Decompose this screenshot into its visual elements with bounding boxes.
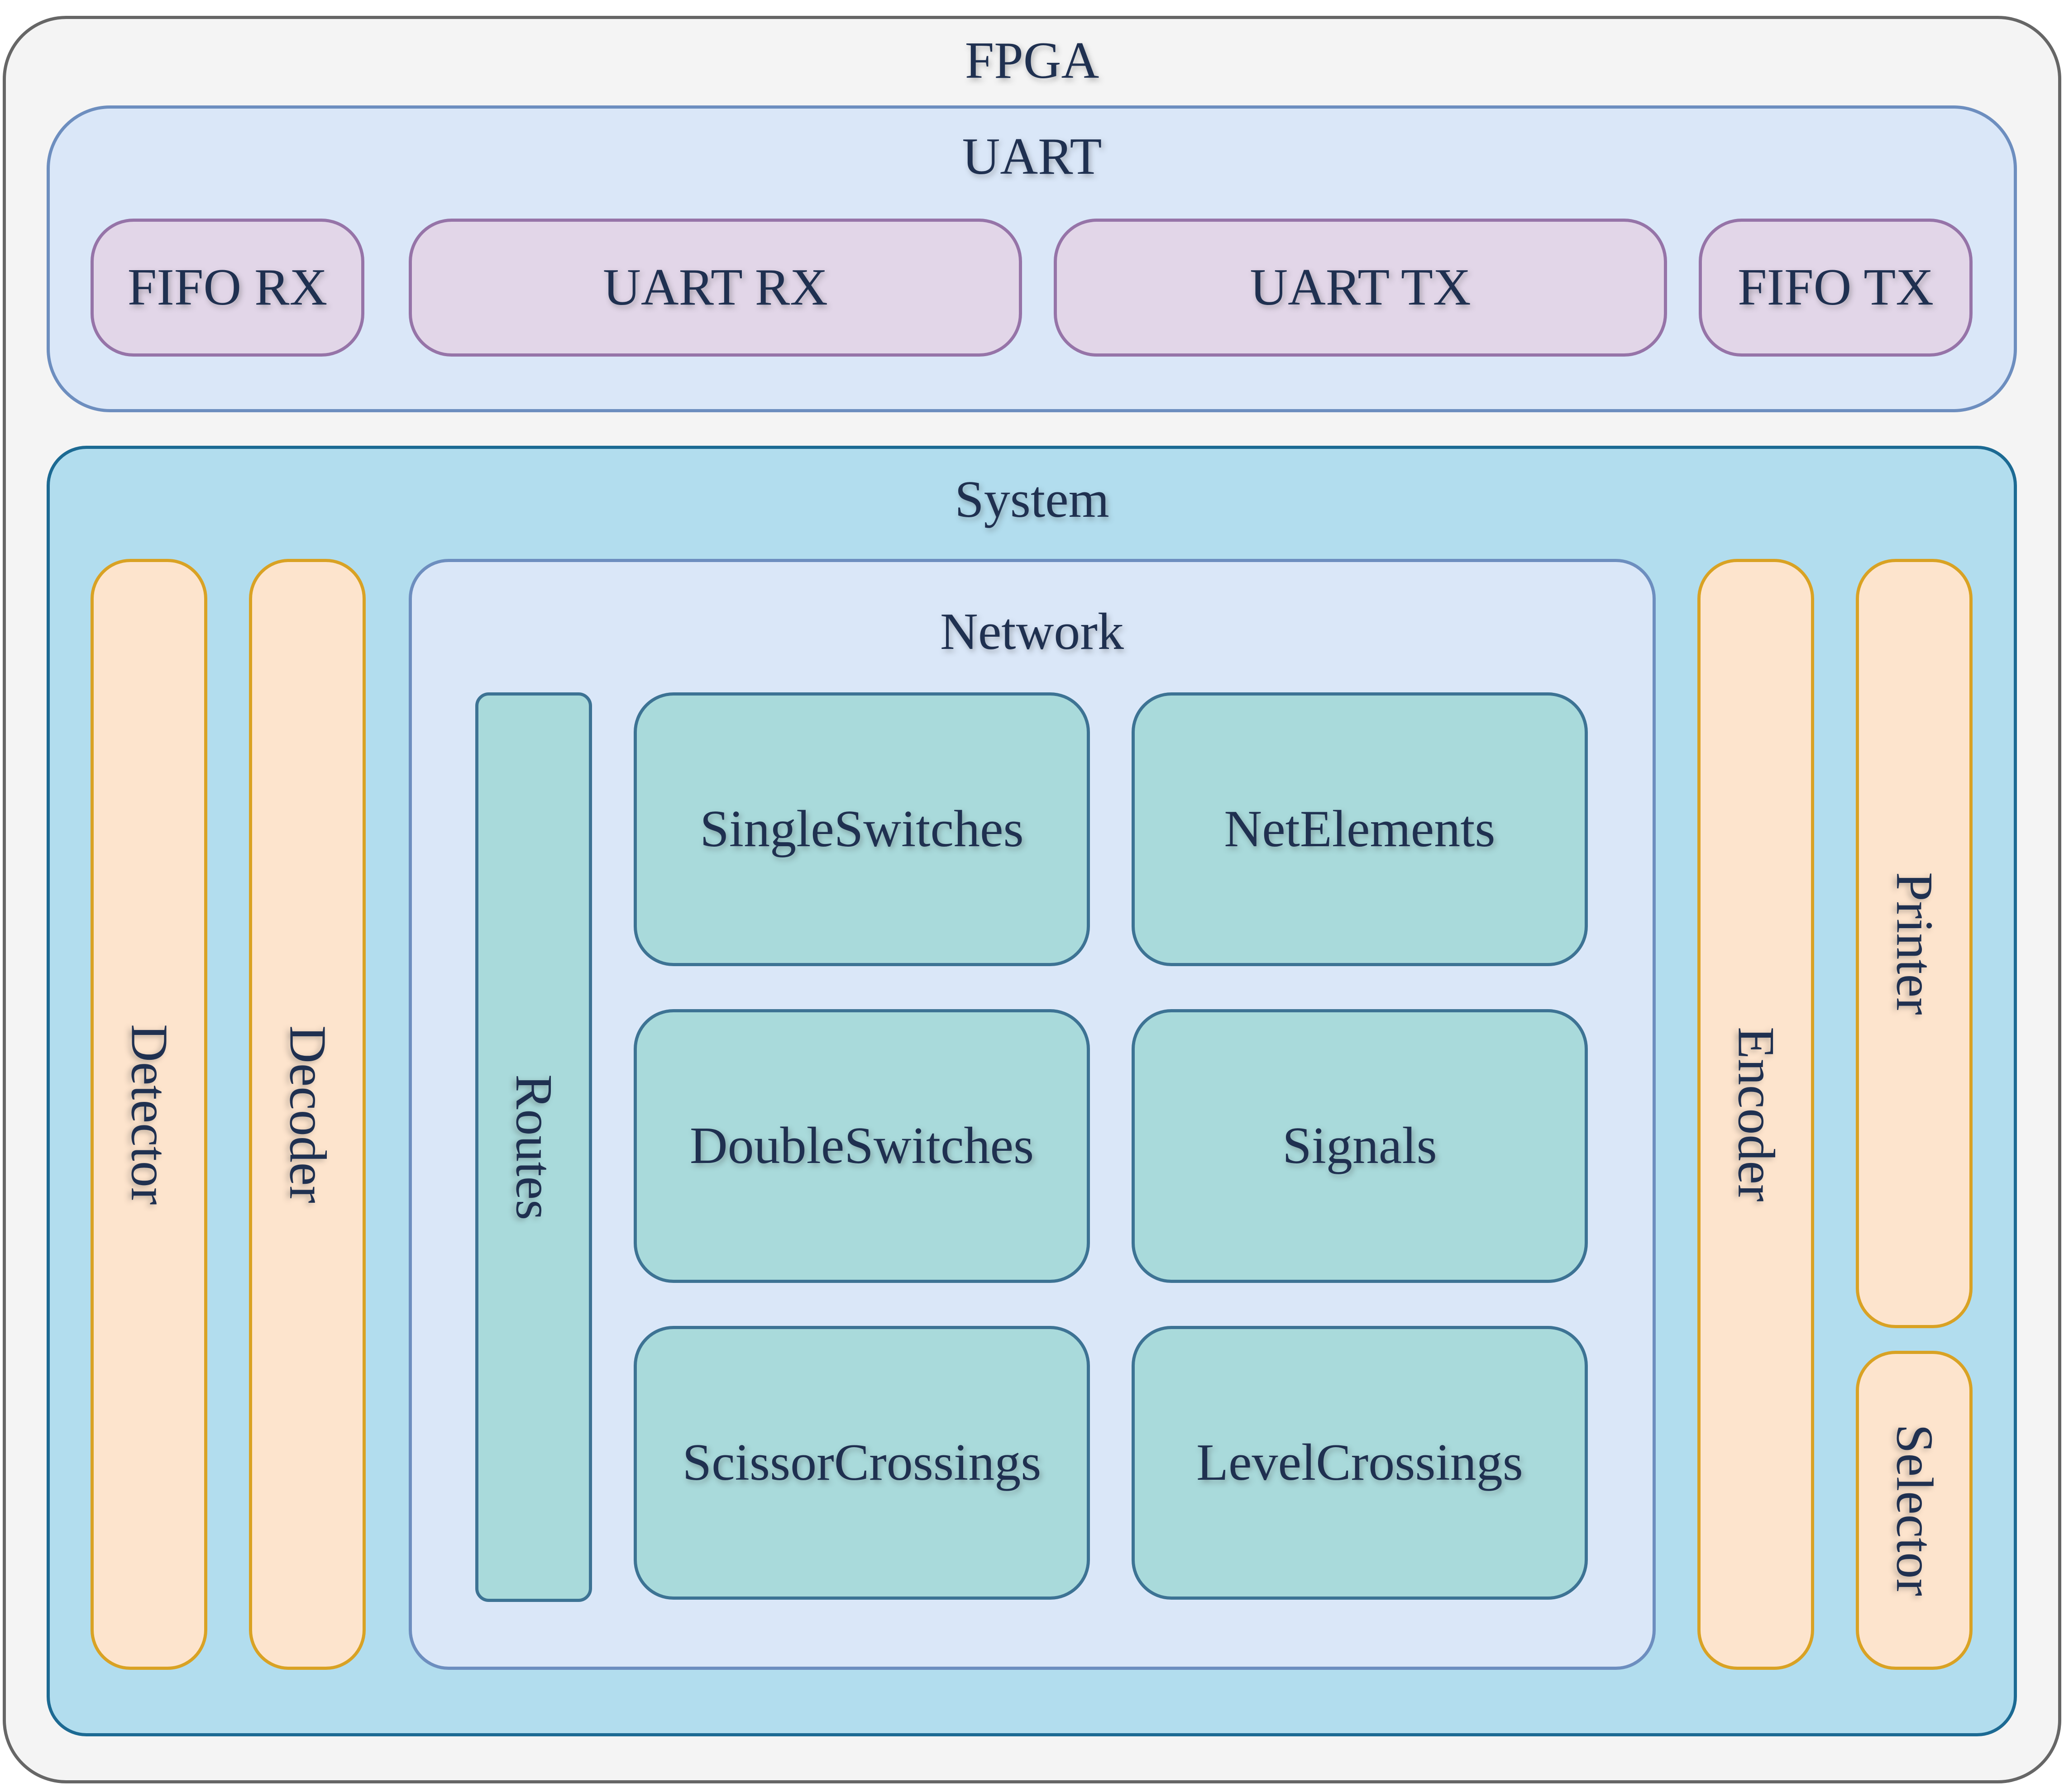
fifo-rx-label: FIFO RX [127, 258, 328, 316]
fifo-rx-block: FIFO RX [91, 219, 364, 357]
scissor-crossings-block: ScissorCrossings [634, 1326, 1090, 1600]
scissor-crossings-label: ScissorCrossings [682, 1434, 1042, 1492]
encoder-block: Encoder [1697, 559, 1814, 1670]
encoder-label: Encoder [1727, 1027, 1785, 1202]
level-crossings-label: LevelCrossings [1196, 1434, 1523, 1492]
uart-rx-block: UART RX [409, 219, 1022, 357]
routes-block: Routes [475, 692, 592, 1602]
uart-container [47, 105, 2017, 412]
routes-label: Routes [505, 1074, 563, 1220]
single-switches-label: SingleSwitches [700, 800, 1024, 858]
decoder-block: Decoder [249, 559, 366, 1670]
system-title: System [955, 471, 1109, 529]
net-elements-block: NetElements [1132, 692, 1588, 966]
uart-tx-label: UART TX [1250, 258, 1471, 316]
network-title: Network [940, 603, 1124, 661]
selector-label: Selector [1885, 1424, 1944, 1597]
fifo-tx-block: FIFO TX [1699, 219, 1973, 357]
single-switches-block: SingleSwitches [634, 692, 1090, 966]
uart-rx-label: UART RX [603, 258, 828, 316]
uart-title: UART [962, 128, 1102, 186]
uart-tx-block: UART TX [1054, 219, 1667, 357]
signals-label: Signals [1282, 1117, 1437, 1175]
detector-label: Detector [120, 1024, 178, 1205]
level-crossings-block: LevelCrossings [1132, 1326, 1588, 1600]
printer-label: Printer [1885, 872, 1944, 1015]
selector-block: Selector [1856, 1351, 1973, 1670]
net-elements-label: NetElements [1224, 800, 1495, 858]
decoder-label: Decoder [278, 1025, 337, 1203]
fpga-title: FPGA [965, 32, 1099, 90]
detector-block: Detector [91, 559, 207, 1670]
double-switches-label: DoubleSwitches [689, 1117, 1034, 1175]
signals-block: Signals [1132, 1009, 1588, 1283]
fifo-tx-label: FIFO TX [1738, 258, 1934, 316]
printer-block: Printer [1856, 559, 1973, 1328]
double-switches-block: DoubleSwitches [634, 1009, 1090, 1283]
